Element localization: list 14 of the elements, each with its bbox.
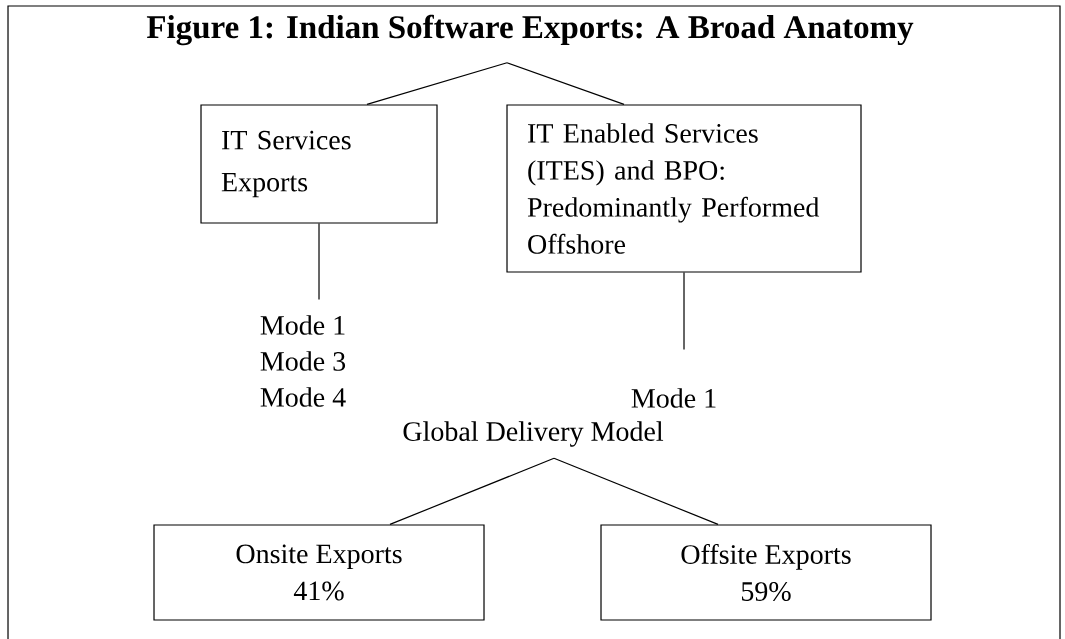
connector-line [683,272,685,351]
export-box: Offsite Exports 59% [600,524,932,621]
connector-line [553,457,719,525]
model-label: Global Delivery Model [403,421,664,447]
category-box: IT Services Exports [200,104,438,224]
mode-list: Mode 1 Mode 3 Mode 4 [260,315,346,407]
connector-line [318,223,320,301]
mode-label: Mode 1 [631,388,716,408]
connector-line [506,62,625,105]
connector-line [389,457,555,525]
export-box: Onsite Exports 41% [153,524,485,621]
figure-title: Figure 1: Indian Software Exports: A Broad Anatomy [146,14,914,46]
category-box: IT Enabled Services (ITES) and BPO: Predominantly Performed Offshore [506,104,862,273]
connector-line [366,62,508,105]
